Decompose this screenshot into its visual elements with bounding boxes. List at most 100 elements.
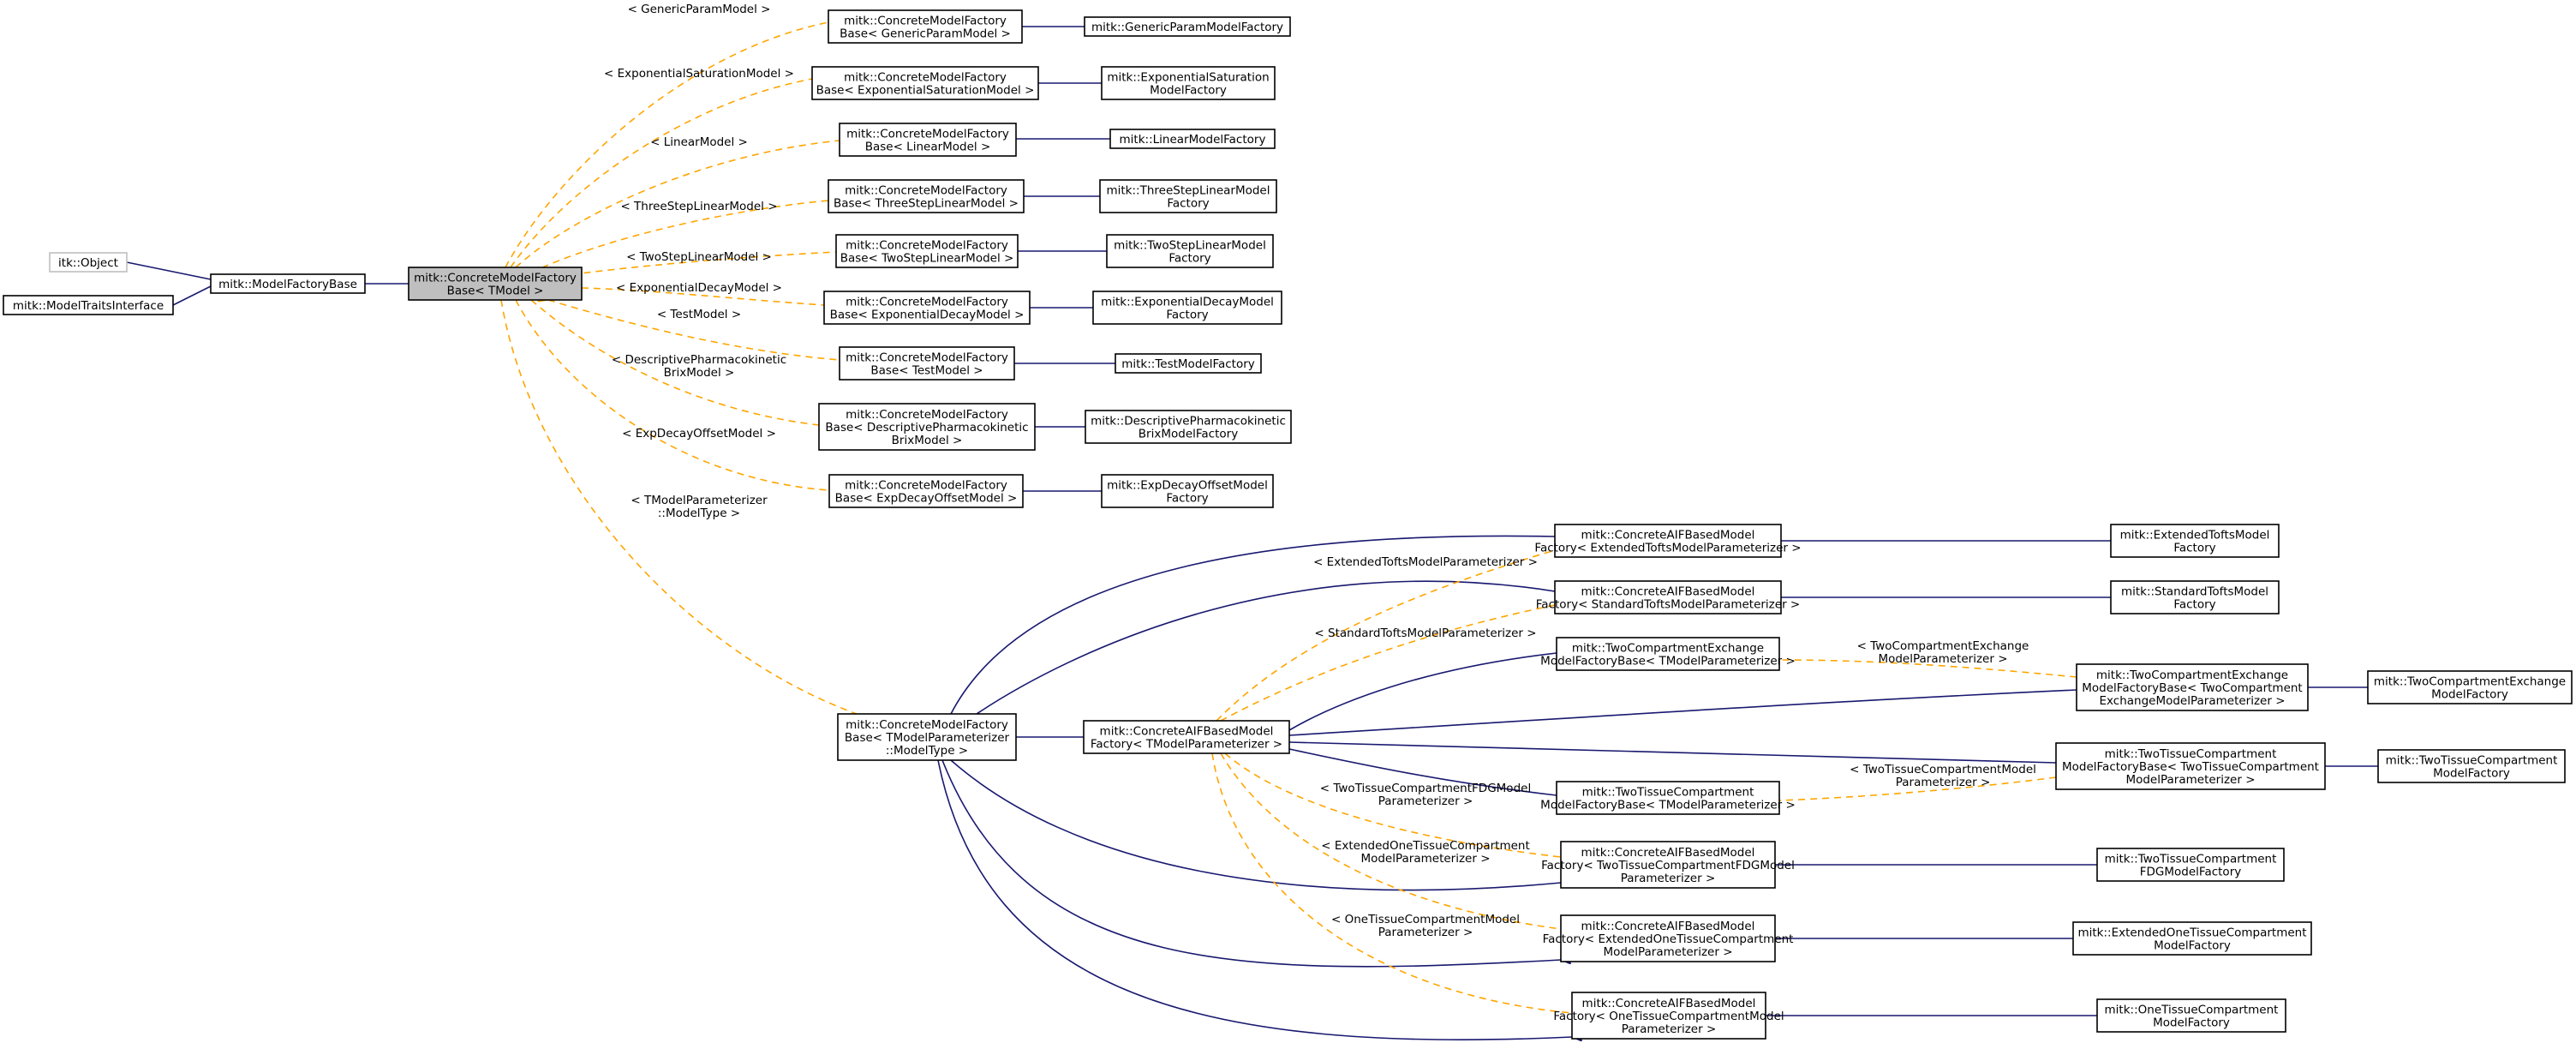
edge-label-test: < TestModel > (657, 308, 741, 321)
template-edge-cmfb-to-dp_c (531, 300, 820, 426)
class-node-label-line: ::ModelType > (886, 744, 968, 758)
inheritance-edge-aif-to-ttc_c (1288, 741, 2056, 763)
class-node-label-line: mitk::ConcreteModelFactory (846, 351, 1008, 365)
class-node-label-line: ModelFactoryBase< TModelParameterizer > (1540, 655, 1796, 668)
class-node-box (2072, 921, 2312, 956)
inheritance-edge-tmp_c-to-fdg_c (950, 759, 1561, 891)
template-edge-aif-to-ext_c (1216, 549, 1556, 721)
class-node-g-f[interactable]: mitk::GenericParamModelFactory (1084, 16, 1291, 37)
class-node-label-line: mitk::StandardToftsModel (2121, 585, 2268, 599)
class-node-mfb[interactable]: mitk::ModelFactoryBase (210, 273, 366, 294)
edge-label-line: < TModelParameterizer (631, 494, 768, 507)
class-node-label-line: BrixModelFactory (1139, 428, 1238, 441)
edge-label-line: < GenericParamModel > (628, 3, 771, 16)
edge-label-line: < ExponentialDecayModel > (616, 281, 782, 295)
class-node-label-line: mitk::OneTissueCompartment (2105, 1004, 2279, 1017)
class-node-label-line: Base< ThreeStepLinearModel > (834, 197, 1019, 211)
class-node-label-line: mitk::ConcreteAIFBasedModel (1581, 846, 1755, 860)
template-edge-cmfb-to-g_c (505, 21, 829, 267)
class-node-label-line: mitk::ModelFactoryBase (218, 278, 357, 291)
class-node-label-line: Factory< StandardToftsModelParameterizer… (1536, 598, 1800, 612)
edge-label-line: < ExponentialSaturationModel > (604, 67, 794, 81)
class-node-label-line: mitk::ConcreteModelFactory (846, 296, 1008, 309)
class-node-label-line: mitk::TwoCompartmentExchange (2374, 675, 2566, 689)
class-node-box (1115, 353, 1262, 374)
class-node-label: mitk::LinearModelFactory (1120, 133, 1266, 147)
inheritance-edge-tmp_c-to-otc_c (937, 759, 1572, 1040)
edge-label-edo: < ExpDecayOffsetModel > (622, 427, 776, 441)
edge-label-line: < ExtendedOneTissueCompartment (1321, 839, 1530, 853)
edge-label-line: ModelParameterizer > (1360, 852, 1490, 866)
class-node-itkobject: itk::Object (49, 252, 128, 273)
class-node-label-line: mitk::ExponentialDecayModel (1101, 296, 1274, 309)
class-node-label-line: Factory< ExtendedToftsModelParameterizer… (1534, 542, 1801, 555)
class-node-traits[interactable]: mitk::ModelTraitsInterface (3, 295, 174, 315)
class-node-label-line: Parameterizer > (1621, 872, 1716, 885)
class-node-label-line: mitk::TwoStepLinearModel (1114, 239, 1266, 253)
edge-label-line: < ExpDecayOffsetModel > (622, 427, 776, 441)
inheritance-edge-itkobject-to-mfb (127, 262, 212, 280)
inheritance-edge-tmp_c-to-ext_c (950, 536, 1555, 715)
edge-label-line: BrixModel > (664, 366, 735, 380)
class-node-label-line: Factory (1166, 492, 1208, 506)
class-node-label-line: Base< ExpDecayOffsetModel > (835, 492, 1018, 506)
class-node-lin-f[interactable]: mitk::LinearModelFactory (1109, 129, 1276, 149)
class-node-label-line: mitk::ExtendedToftsModel (2120, 529, 2270, 542)
template-edge-aif-to-otc_c (1212, 753, 1573, 1014)
nodes-layer: itk::Objectmitk::ModelTraitsInterfacemit… (3, 9, 2573, 1040)
class-node-box (1099, 179, 1277, 213)
class-node-label: mitk::GenericParamModelFactory (1091, 21, 1283, 34)
class-node-label-line: mitk::TestModelFactory (1121, 357, 1255, 371)
class-node-label-line: BrixModel > (892, 434, 963, 447)
class-node-label-line: Base< LinearModel > (865, 141, 991, 154)
edge-label-line: < TwoTissueCompartmentModel (1850, 763, 2036, 776)
class-node-label-line: mitk::ConcreteModelFactory (414, 272, 577, 285)
template-edge-cmfb-to-test_c (548, 300, 840, 361)
class-node-test-f[interactable]: mitk::TestModelFactory (1115, 353, 1262, 374)
